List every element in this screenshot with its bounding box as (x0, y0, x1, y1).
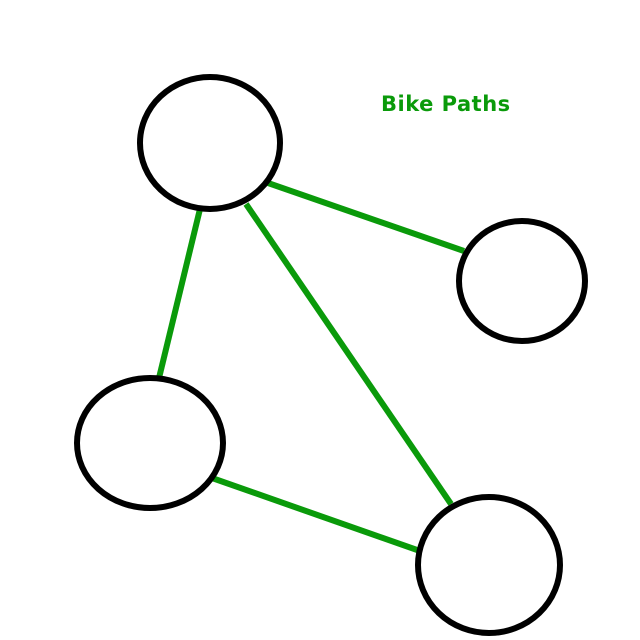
node-n1 (137, 74, 283, 212)
legend-label: Bike Paths (381, 92, 511, 116)
node-n4 (415, 494, 563, 636)
node-n3 (74, 375, 226, 511)
edge-n3-n4 (211, 475, 421, 554)
edge-n1-n2 (267, 180, 465, 254)
node-layer (74, 74, 588, 636)
edge-layer (156, 180, 465, 554)
node-n2 (456, 218, 588, 344)
edge-n1-n3 (156, 208, 203, 379)
edge-n1-n4 (243, 202, 454, 506)
